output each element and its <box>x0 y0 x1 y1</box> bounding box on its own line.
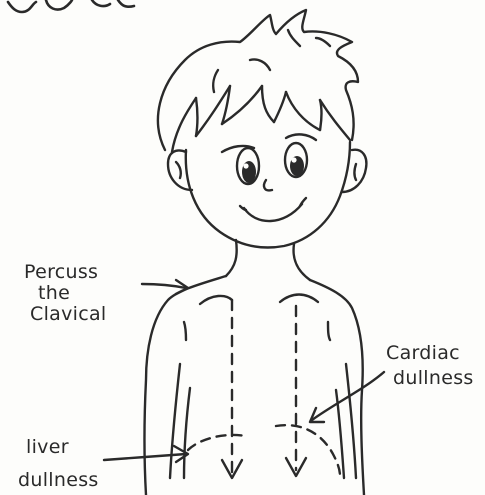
percuss-label-line-2: the <box>24 283 106 304</box>
nose <box>264 180 272 190</box>
percuss-label-line-1: Percuss <box>24 262 106 283</box>
liver-dullness-label: liver dullness <box>18 437 99 491</box>
cardiac-label-line-2: dullness <box>393 368 474 389</box>
percuss-label-line-3: Clavical <box>24 304 106 325</box>
percussion-lines <box>222 300 306 478</box>
ears <box>168 150 366 192</box>
left-eye <box>237 148 259 184</box>
liver-dullness-curve <box>188 435 246 450</box>
right-eyebrow <box>286 134 316 140</box>
neck <box>226 240 310 280</box>
percuss-clavical-label: Percuss the Clavical <box>24 262 106 325</box>
cropped-heading-fragment <box>8 0 134 12</box>
mouth <box>240 198 306 221</box>
right-eye <box>285 143 307 177</box>
liver-label-line-1: liver <box>18 437 99 458</box>
liver-pointer-arrow <box>104 446 188 462</box>
liver-label-line-2: dullness <box>18 470 99 491</box>
percuss-pointer-arrow <box>142 280 188 294</box>
hair <box>158 10 358 152</box>
face-outline <box>186 142 350 247</box>
cardiac-dullness-label: Cardiac dullness <box>386 343 474 389</box>
cardiac-dullness-curve <box>276 425 340 476</box>
cardiac-label-line-1: Cardiac <box>386 343 474 364</box>
